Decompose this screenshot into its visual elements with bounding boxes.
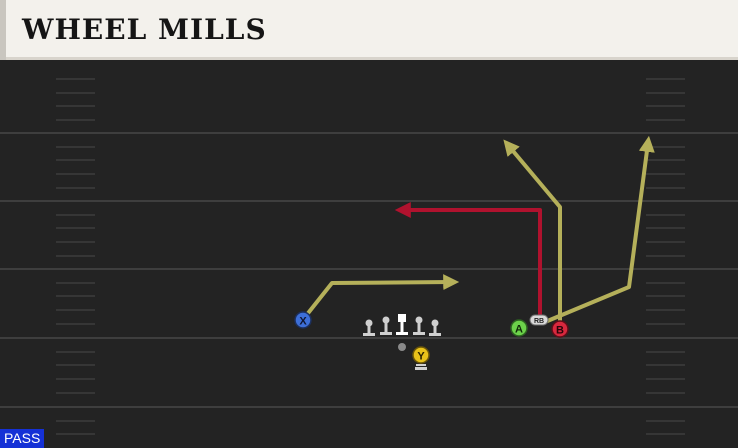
player-b[interactable]: B [551, 320, 569, 338]
offensive-line [363, 314, 441, 336]
lineman-lt [363, 319, 375, 336]
player-x-label: X [299, 316, 307, 328]
hash-marks-left [56, 78, 95, 435]
field-surface [0, 63, 738, 448]
lineman-lg [380, 316, 392, 335]
lineman-rg [413, 316, 425, 335]
route-b-go[interactable] [543, 135, 655, 324]
quarterback-marker[interactable] [398, 343, 406, 351]
player-rb[interactable]: RB [529, 314, 549, 326]
player-a-label: A [515, 324, 523, 336]
route-a-wheel[interactable] [503, 139, 562, 324]
title-bar: WHEEL MILLS [0, 0, 738, 60]
player-x[interactable]: X [294, 311, 312, 329]
route-rb-out[interactable] [394, 202, 542, 322]
player-b-label: B [556, 325, 564, 337]
play-title: WHEEL MILLS [22, 13, 267, 46]
play-type-badge: PASS [0, 429, 45, 448]
player-y-label: Y [417, 351, 425, 363]
yard-lines [0, 132, 738, 408]
title-accent [0, 0, 6, 60]
player-a[interactable]: A [510, 319, 528, 337]
route-x-out[interactable] [303, 274, 460, 319]
center [396, 314, 408, 335]
player-y[interactable]: Y [412, 346, 430, 370]
lineman-rt [429, 319, 441, 336]
player-rb-label: RB [534, 318, 544, 325]
